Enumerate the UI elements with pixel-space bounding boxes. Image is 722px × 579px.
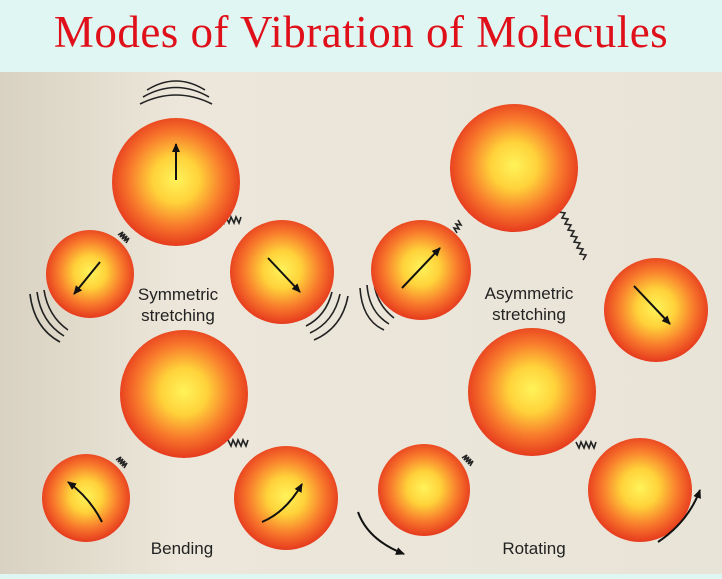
mode-label: stretching — [141, 306, 215, 325]
atom — [112, 118, 240, 246]
page-title: Modes of Vibration of Molecules — [0, 6, 722, 58]
atom — [234, 446, 338, 550]
vibration-diagram: Symmetric stretching Asymmetric stretchi… — [0, 72, 722, 574]
atom — [120, 330, 248, 458]
mode-label: Symmetric — [138, 285, 219, 304]
mode-label: stretching — [492, 305, 566, 324]
mode-label: Rotating — [502, 539, 565, 558]
atom — [378, 444, 470, 536]
atom — [371, 220, 471, 320]
atom — [450, 104, 578, 232]
mode-label: Bending — [151, 539, 213, 558]
illustration-panel: Symmetric stretching Asymmetric stretchi… — [0, 72, 722, 574]
mode-label: Asymmetric — [485, 284, 574, 303]
atom — [468, 328, 596, 456]
